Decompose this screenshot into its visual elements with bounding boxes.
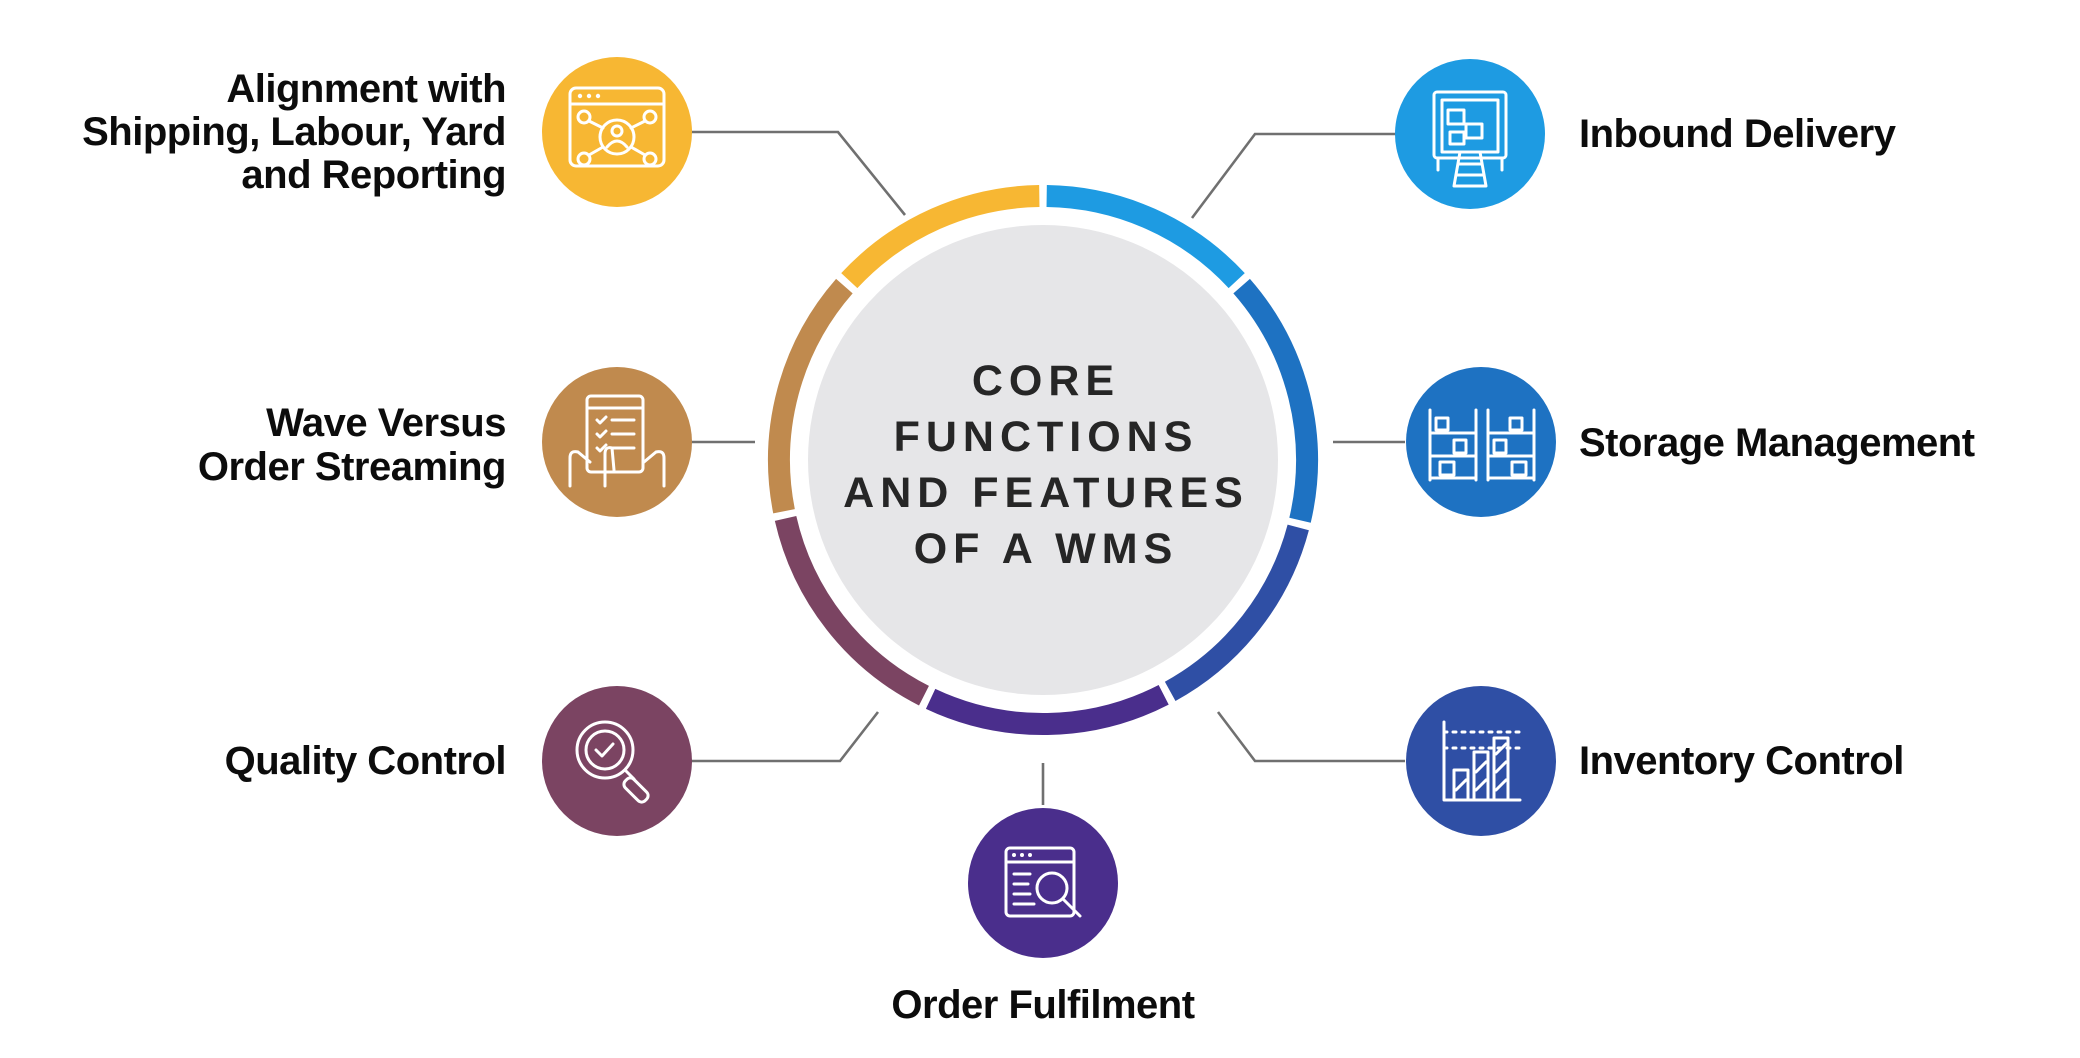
center-disc [808,225,1278,695]
user-network-icon [568,86,666,168]
inventory-label: Inventory Control [1579,739,1904,783]
storage-label: Storage Management [1579,421,1975,465]
ring-segment-inbound [1046,185,1245,289]
feature-inventory: Inventory Control [1406,686,1904,836]
bar-chart-icon [1442,720,1522,802]
wave-circle [542,367,692,517]
wave-label-line-2: Order Streaming [198,445,506,489]
connector-alignment [690,130,907,216]
ring-segment-wave [768,278,853,514]
magnifier-check-icon [575,720,650,804]
feature-inbound: Inbound Delivery [1395,59,1897,209]
connectors [690,130,1405,805]
order-circle [968,808,1118,958]
feature-order: Order Fulfilment [891,808,1195,1027]
warehouse-shelves-icon [1428,408,1536,482]
order-label: Order Fulfilment [891,983,1194,1027]
inventory-circle [1406,686,1556,836]
ring-segment-inventory [1164,524,1309,701]
alignment-label-line-3: and Reporting [241,153,506,197]
feature-quality: Quality Control [225,686,692,836]
ring-segment-quality [774,516,929,706]
feature-wave: Wave Versus Order Streaming [198,367,692,517]
connector-inventory [1216,711,1405,763]
feature-storage: Storage Management [1406,367,1975,517]
browser-search-icon [1004,846,1082,918]
center-title-line-3: AND FEATURES [843,469,1249,517]
center-title-line-2: FUNCTIONS [894,413,1199,461]
connector-inbound [1190,132,1396,219]
wave-label-line-1: Wave Versus [266,401,506,445]
feature-alignment: Alignment with Shipping, Labour, Yard an… [82,57,692,207]
center-title-line-4: OF A WMS [914,525,1179,573]
checklist-clipboard-icon [568,394,666,488]
ring-segment-alignment [841,185,1040,289]
truck-loading-dock-icon [1432,90,1508,188]
center-title-line-1: CORE [972,357,1120,405]
alignment-label-line-1: Alignment with [226,67,506,111]
inbound-label: Inbound Delivery [1579,112,1897,156]
ring-segment-storage [1233,278,1318,523]
center-ring [768,185,1318,735]
center-title: CORE FUNCTIONS AND FEATURES OF A WMS [843,357,1249,573]
connector-quality [690,711,880,763]
quality-label: Quality Control [225,739,506,783]
alignment-label-line-2: Shipping, Labour, Yard [82,110,506,154]
quality-circle [542,686,692,836]
ring-segment-order [925,685,1169,735]
alignment-circle [542,57,692,207]
